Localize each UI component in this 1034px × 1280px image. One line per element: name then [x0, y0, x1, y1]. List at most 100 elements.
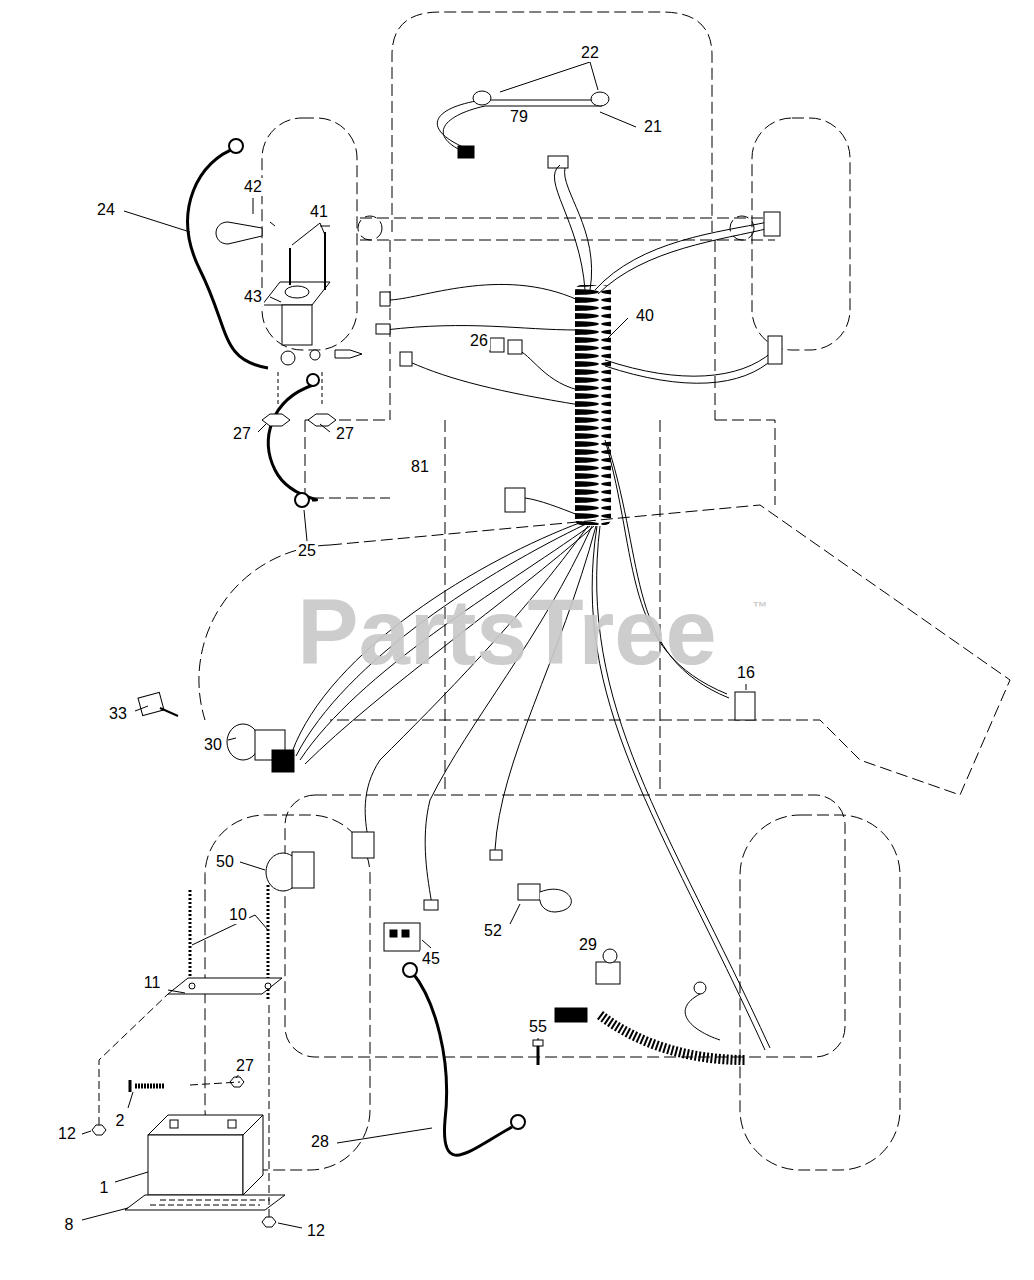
battery-cables: [307, 374, 319, 386]
switches: [537, 1046, 540, 1065]
tractor-outline: [390, 240, 715, 790]
light-harness: [458, 146, 474, 158]
switches: [533, 1040, 543, 1046]
solenoid: [258, 424, 330, 432]
battery-assembly: [148, 1135, 243, 1195]
battery-assembly: [243, 1115, 263, 1195]
solenoid: [282, 305, 312, 345]
wiring-harness: [606, 318, 628, 340]
solenoid: [216, 222, 262, 244]
battery-assembly: [150, 1200, 270, 1205]
switches: [538, 1038, 539, 1040]
callout-number: 11: [142, 974, 163, 992]
tractor-outline: [752, 118, 850, 350]
callout-number: 41: [308, 203, 330, 221]
wiring-harness: [352, 832, 374, 858]
tractor-outline: [285, 795, 845, 1057]
tractor-outline: [740, 815, 900, 1170]
wiring-harness: [595, 222, 768, 290]
callout-number: 22: [579, 44, 601, 62]
callout-number: 10: [227, 906, 249, 924]
switches: [600, 1015, 745, 1060]
tractor-outline: [305, 420, 390, 498]
battery-assembly: [170, 1120, 178, 1128]
wiring-harness: [385, 326, 578, 330]
switches: [138, 692, 164, 715]
switches: [746, 684, 747, 690]
wiring-harness: [605, 358, 774, 383]
battery-assembly: [262, 1217, 276, 1227]
battery-assembly: [125, 1195, 285, 1210]
battery-assembly: [228, 1120, 236, 1128]
switches: [685, 994, 720, 1040]
callout-number: 16: [735, 664, 757, 682]
switches: [227, 724, 259, 760]
tractor-outline: [715, 420, 775, 505]
callout-number: 25: [296, 542, 318, 560]
callout-number: 50: [214, 853, 236, 871]
wiring-harness: [575, 285, 611, 525]
battery-assembly: [129, 1080, 132, 1092]
battery-assembly: [82, 885, 302, 1228]
tractor-outline: [360, 218, 775, 240]
callout-number: 1: [98, 1179, 111, 1197]
callout-number: 33: [107, 705, 129, 723]
solenoid: [262, 282, 330, 305]
switches: [510, 904, 520, 924]
wiring-harness: [410, 362, 580, 405]
wiring-harness: [292, 165, 782, 1050]
light-harness: [591, 92, 609, 106]
callout-number: 81: [409, 458, 431, 476]
callout-number: 30: [202, 736, 224, 754]
wiring-harness: [388, 284, 578, 300]
callout-number: 28: [309, 1133, 331, 1151]
battery-cables: [412, 972, 512, 1155]
wiring-harness: [425, 526, 592, 905]
tractor-outline: [199, 12, 1010, 1170]
battery-cables: [511, 1115, 525, 1129]
tractor-outline: [262, 118, 357, 350]
switches: [555, 1008, 587, 1022]
battery-cables: [188, 148, 268, 368]
solenoid: [310, 350, 320, 360]
switches: [272, 750, 294, 772]
wiring-harness: [768, 336, 782, 364]
switches: [518, 884, 540, 900]
callout-number: 2: [114, 1112, 127, 1130]
battery-cables: [295, 493, 309, 507]
light-harness: [437, 100, 600, 150]
switches: [402, 930, 409, 937]
light-harness: [437, 62, 636, 168]
wiring-harness: [490, 338, 504, 352]
wiring-harness: [525, 498, 578, 515]
battery-cables: [403, 963, 417, 977]
battery-assembly: [92, 1125, 106, 1135]
callout-number: 21: [642, 118, 664, 136]
wiring-harness: [365, 526, 588, 838]
switches: [292, 852, 314, 888]
solenoid: [335, 350, 362, 358]
callout-number: 42: [242, 178, 264, 196]
wiring-harness: [380, 292, 390, 306]
switches: [384, 923, 420, 951]
battery-assembly: [135, 1084, 165, 1089]
battery-cables: [229, 139, 243, 153]
callout-number: 45: [420, 950, 442, 968]
callout-number: 43: [242, 288, 264, 306]
wiring-harness: [424, 900, 438, 910]
wiring-harness: [490, 850, 502, 860]
light-harness: [500, 62, 636, 127]
callout-number: 52: [482, 922, 504, 940]
switches: [135, 684, 755, 1065]
callout-number: 8: [63, 1216, 76, 1234]
wiring-harness: [605, 352, 772, 376]
battery-assembly: [265, 983, 271, 989]
wiring-harness: [764, 212, 780, 236]
wiring-harness: [495, 526, 596, 850]
switches: [422, 940, 431, 948]
wiring-harness: [376, 324, 390, 334]
wiring-harness: [565, 168, 592, 290]
callout-number: 27: [334, 425, 356, 443]
switches: [603, 949, 617, 963]
